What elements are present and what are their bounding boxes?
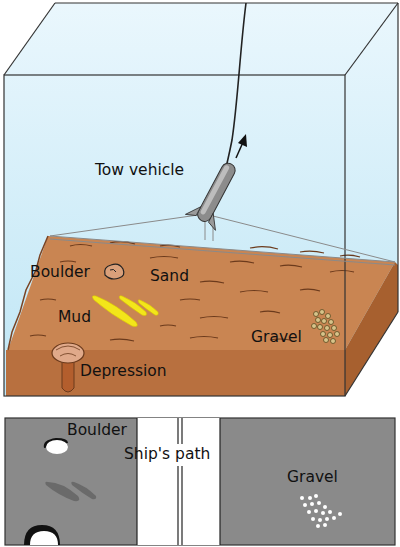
tow-cable — [224, 3, 246, 175]
tow-vehicle — [185, 156, 246, 230]
sonar-beam — [50, 214, 395, 265]
sonar-image — [5, 418, 395, 545]
direction-arrow — [236, 134, 247, 158]
track-label: Ship's path — [124, 445, 210, 464]
seafloor-side — [345, 262, 398, 396]
seafloor-surface — [8, 236, 395, 350]
water-volume — [4, 3, 398, 395]
feature-label: Boulder — [30, 263, 90, 282]
boulder-echo — [44, 438, 68, 454]
mud-echo — [45, 482, 96, 501]
feature-label: Depression — [80, 362, 167, 381]
tank-outline — [4, 3, 398, 396]
vehicle-label: Tow vehicle — [95, 161, 184, 180]
feature-label: Gravel — [251, 328, 302, 347]
boulder — [105, 264, 124, 279]
feature-label: Mud — [58, 308, 91, 327]
gravel-echo — [300, 494, 342, 528]
gravel-patch — [312, 310, 340, 344]
track-line — [137, 418, 220, 545]
feature-label: Sand — [150, 267, 189, 286]
ship-track-band — [137, 418, 220, 545]
depression-echo — [24, 525, 60, 545]
seafloor-edge — [8, 236, 48, 350]
depression — [52, 343, 84, 392]
mud-patch — [92, 296, 158, 327]
echo-label: Boulder — [67, 421, 127, 440]
echo-label: Gravel — [287, 468, 338, 487]
sand-texture — [30, 242, 360, 341]
